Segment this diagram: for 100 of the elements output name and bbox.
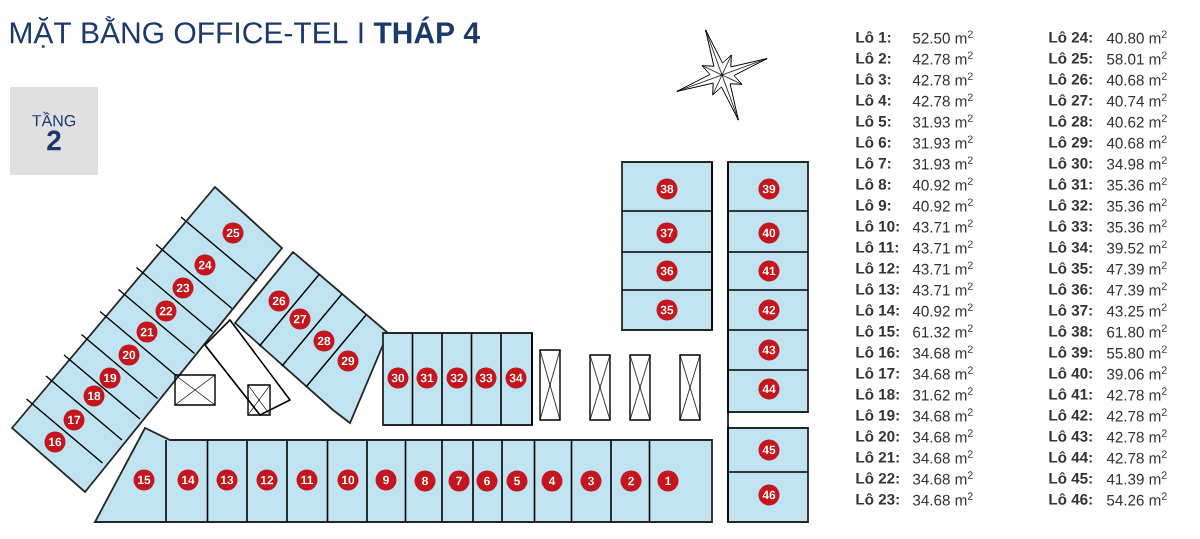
unit-number-badge: 20 [118, 344, 140, 366]
lot-label: Lô 4: [856, 94, 891, 106]
area-value: 35.36 m$^{2}$ [1106, 219, 1167, 233]
area-value: 43.71 m$^{2}$ [912, 219, 973, 233]
area-value: 34.68 m$^{2}$ [912, 450, 973, 464]
area-value: 34.98 m$^{2}$ [1106, 156, 1167, 170]
lot-label: Lô 24: [1049, 31, 1092, 43]
unit-number-badge: 37 [656, 222, 678, 244]
lot-label: Lô 26: [1049, 73, 1092, 85]
lot-label: Lô 41: [1049, 388, 1092, 400]
area-value: 40.74 m$^{2}$ [1106, 93, 1167, 107]
lot-label: Lô 46: [1049, 493, 1092, 505]
title: MẶT BẰNG OFFICE-TEL I THÁP 4 [10, 16, 480, 48]
area-value: 47.39 m$^{2}$ [1106, 261, 1167, 275]
area-value: 61.80 m$^{2}$ [1107, 324, 1167, 338]
unit-number-badge: 24 [194, 254, 216, 276]
unit-number-badge: 16 [44, 431, 66, 453]
lot-label: Lô 40: [1049, 367, 1092, 379]
area-value: 47.39 m$^{2}$ [1106, 282, 1167, 296]
lot-label: Lô 33: [1049, 220, 1092, 232]
unit-number-badge: 9 [375, 469, 397, 491]
unit-number-badge: 3 [580, 470, 602, 492]
unit-number-badge: 1 [657, 470, 679, 492]
lot-label: Lô 6: [856, 136, 891, 148]
area-value: 40.92 m$^{2}$ [912, 303, 973, 317]
lot-label: Lô 39: [1049, 346, 1092, 358]
area-value: 40.68 m$^{2}$ [1106, 135, 1167, 149]
area-value: 40.92 m$^{2}$ [912, 198, 973, 212]
area-value: 43.71 m$^{2}$ [912, 240, 973, 254]
lot-label: Lô 25: [1049, 52, 1092, 64]
unit-number-badge: 12 [256, 469, 278, 491]
area-value: 34.68 m$^{2}$ [912, 366, 973, 380]
area-value: 42.78 m$^{2}$ [912, 72, 973, 86]
unit-number-badge: 34 [505, 367, 527, 389]
area-value: 40.80 m$^{2}$ [1106, 30, 1167, 44]
lot-label: Lô 14: [856, 304, 899, 316]
area-value: 52.50 m$^{2}$ [913, 30, 973, 44]
area-value: 41.39 m$^{2}$ [1106, 471, 1167, 485]
unit-number-badge: 39 [758, 178, 780, 200]
lot-label: Lô 42: [1049, 409, 1092, 421]
unit-number-badge: 44 [758, 378, 780, 400]
unit-number-badge: 15 [133, 469, 155, 491]
area-value: 55.80 m$^{2}$ [1107, 345, 1167, 359]
area-value: 40.68 m$^{2}$ [1106, 72, 1167, 86]
unit-number-badge: 21 [136, 321, 158, 343]
lot-label: Lô 45: [1049, 472, 1092, 484]
lot-label: Lô 2: [856, 52, 891, 64]
lot-label: Lô 20: [856, 430, 899, 442]
unit-number-badge: 23 [172, 277, 194, 299]
lot-label: Lô 34: [1049, 241, 1092, 253]
lot-label: Lô 29: [1049, 136, 1092, 148]
unit-number-badge: 4 [541, 470, 563, 492]
area-value: 61.32 m$^{2}$ [913, 324, 973, 338]
area-value: 31.93 m$^{2}$ [912, 156, 973, 170]
lot-label: Lô 38: [1049, 325, 1092, 337]
lot-label: Lô 43: [1049, 430, 1092, 442]
area-value: 42.78 m$^{2}$ [1106, 429, 1167, 443]
unit-number-badge: 46 [758, 484, 780, 506]
area-value: 43.25 m$^{2}$ [1106, 303, 1167, 317]
unit-number-badge: 14 [177, 469, 199, 491]
lot-label: Lô 11: [856, 241, 898, 253]
unit-number-badge: 25 [222, 222, 244, 244]
unit-number-badge: 30 [387, 367, 409, 389]
unit-number-badge: 40 [758, 222, 780, 244]
lot-label: Lô 7: [856, 157, 891, 169]
lot-label: Lô 18: [856, 388, 899, 400]
area-value: 42.78 m$^{2}$ [1106, 408, 1167, 422]
lot-label: Lô 9: [856, 199, 891, 211]
unit-number-badge: 28 [313, 330, 335, 352]
area-value: 40.62 m$^{2}$ [1106, 114, 1167, 128]
lot-label: Lô 27: [1049, 94, 1092, 106]
unit-number-badge: 33 [475, 367, 497, 389]
lot-label: Lô 13: [856, 283, 899, 295]
lot-label: Lô 19: [856, 409, 899, 421]
unit-number-badge: 35 [656, 299, 678, 321]
area-value: 34.68 m$^{2}$ [912, 471, 973, 485]
lot-label: Lô 3: [856, 73, 891, 85]
area-value: 42.78 m$^{2}$ [1106, 387, 1167, 401]
area-value: 39.52 m$^{2}$ [1106, 240, 1167, 254]
lot-label: Lô 28: [1049, 115, 1092, 127]
unit-number-badge: 8 [414, 470, 436, 492]
lot-label: Lô 16: [856, 346, 899, 358]
lot-label: Lô 5: [856, 115, 891, 127]
area-value: 42.78 m$^{2}$ [1106, 450, 1167, 464]
area-value: 40.92 m$^{2}$ [912, 177, 973, 191]
area-value: 34.68 m$^{2}$ [912, 492, 973, 506]
unit-number-badge: 5 [506, 470, 528, 492]
lot-label: Lô 23: [856, 493, 899, 505]
area-value: 34.68 m$^{2}$ [912, 429, 973, 443]
lot-label: Lô 8: [856, 178, 891, 190]
unit-number-badge: 19 [99, 367, 121, 389]
unit-number-badge: 29 [337, 350, 359, 372]
unit-number-badge: 13 [216, 469, 238, 491]
lot-label: Lô 12: [856, 262, 899, 274]
area-value: 35.36 m$^{2}$ [1106, 177, 1167, 191]
unit-number-badge: 2 [620, 470, 642, 492]
unit-number-badge: 7 [448, 470, 470, 492]
lot-label: Lô 37: [1049, 304, 1092, 316]
unit-number-badge: 22 [155, 300, 177, 322]
lot-label: Lô 44: [1049, 451, 1092, 463]
